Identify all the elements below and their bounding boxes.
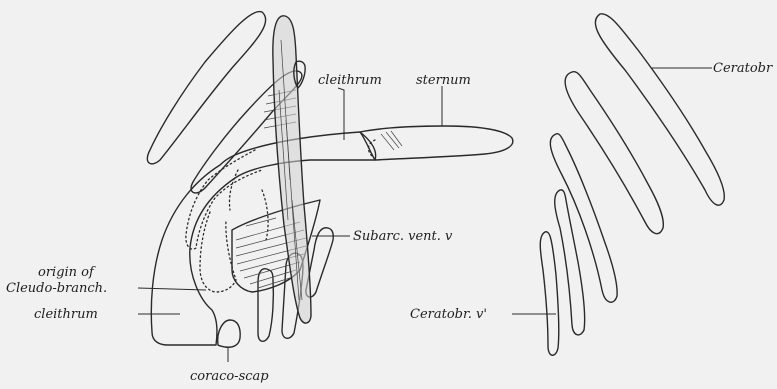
ceratobranchial-bar-lower-1: [258, 269, 273, 342]
label-cleithrum-top: cleithrum: [318, 73, 382, 88]
ceratobranchial-rod-right-4: [555, 190, 585, 335]
ceratobranchial-rod-right-1: [595, 14, 724, 205]
ceratobranchial-rod-right-5: [540, 232, 559, 356]
label-origin-line2: Cleudo-branch.: [6, 281, 107, 296]
dotted-outline-upper: [229, 170, 238, 210]
leader-origin: [138, 288, 206, 290]
ceratobranchial-rod-upper-left: [147, 12, 265, 164]
label-coraco-scap: coraco-scap: [190, 369, 269, 384]
cleithrum-hook: [151, 132, 375, 345]
label-ceratobr-i: Ceratobr i: [713, 61, 777, 76]
ceratobranchial-rod-right-3: [550, 134, 617, 303]
cleithrum-long-blade: [273, 16, 311, 323]
dotted-outline-outer: [186, 150, 262, 249]
ceratobranchial-rod-right-2: [565, 72, 663, 234]
label-ceratobr-v: Ceratobr. v': [410, 307, 487, 322]
dotted-outline-cleithrum-origin: [200, 212, 236, 292]
sternum: [360, 126, 513, 160]
label-cleithrum-left: cleithrum: [34, 307, 98, 322]
label-sternum: sternum: [416, 73, 471, 88]
label-subarc-vent: Subarc. vent. v: [353, 229, 453, 244]
coraco-scapular: [218, 320, 240, 347]
label-origin-line1: origin of: [38, 265, 96, 280]
leader-cleithrum-top: [338, 88, 344, 140]
muscle-hatching: [236, 90, 402, 288]
